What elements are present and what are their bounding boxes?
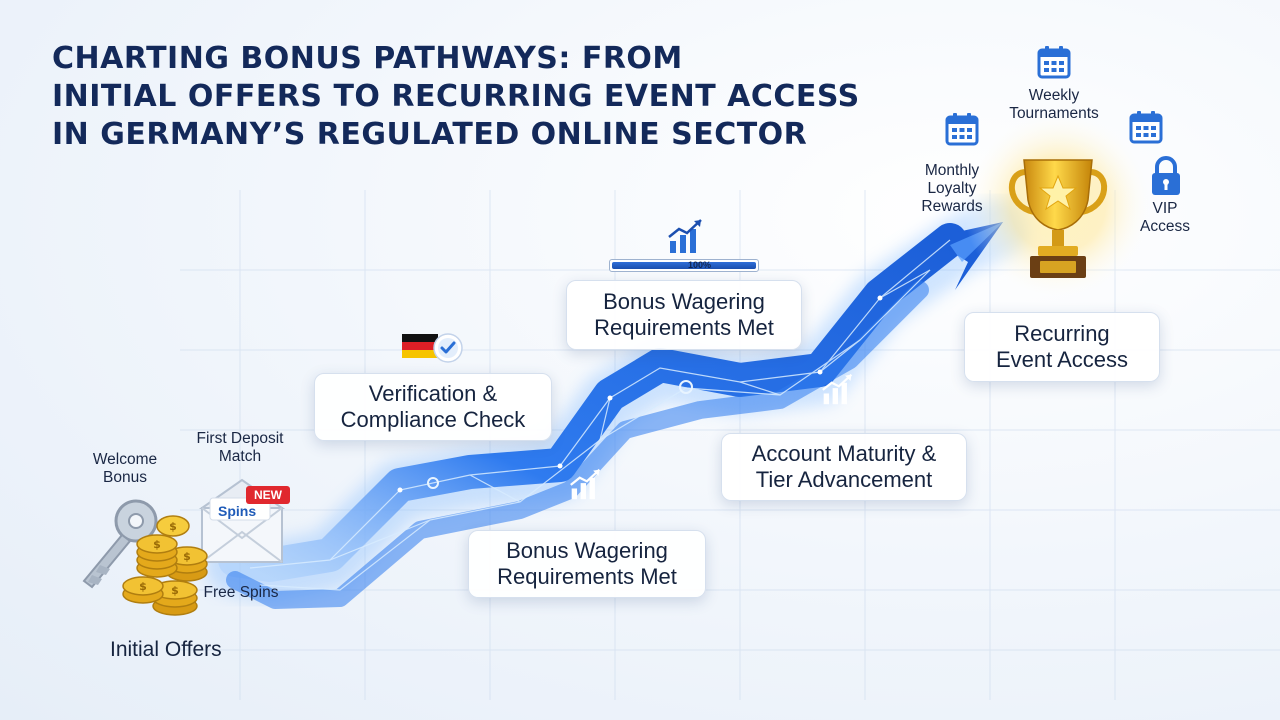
growth-chart-icon bbox=[822, 373, 853, 405]
title-line-1: CHARTING BONUS PATHWAYS: FROM bbox=[52, 41, 683, 76]
new-badge: NEW bbox=[246, 486, 290, 504]
growth-chart-icon bbox=[570, 468, 601, 500]
svg-text:$: $ bbox=[171, 584, 179, 597]
weekly-tournaments-label: Weekly Tournaments bbox=[1009, 87, 1099, 122]
progress-bar bbox=[609, 259, 759, 272]
check-badge-icon bbox=[433, 333, 463, 363]
star-icon bbox=[1038, 174, 1078, 211]
gold-coins-icon: $ $ $ $ $ bbox=[122, 515, 208, 616]
german-flag-icon bbox=[402, 334, 438, 358]
svg-text:$: $ bbox=[183, 550, 191, 563]
pathway-ribbon bbox=[218, 223, 967, 582]
spins-tag: Spins bbox=[218, 503, 257, 519]
trophy-icon bbox=[1009, 159, 1107, 278]
title-line-3: IN GERMANY’S REGULATED ONLINE SECTOR bbox=[52, 117, 808, 152]
progress-fill bbox=[612, 262, 756, 269]
calendar-icon bbox=[1037, 46, 1071, 79]
growth-chart-icon bbox=[668, 219, 702, 253]
welcome-bonus-label: Welcome Bonus bbox=[92, 451, 158, 486]
key-icon bbox=[82, 499, 158, 589]
progress-label: 100% bbox=[688, 260, 712, 270]
svg-text:$: $ bbox=[153, 538, 161, 551]
title-line-2: INITIAL OFFERS TO RECURRING EVENT ACCESS bbox=[52, 79, 860, 114]
svg-text:$: $ bbox=[169, 520, 177, 533]
calendar-icon bbox=[1129, 111, 1163, 144]
monthly-loyalty-label: Monthly Loyalty Rewards bbox=[921, 162, 983, 215]
padlock-icon bbox=[1152, 156, 1180, 195]
svg-text:$: $ bbox=[139, 580, 147, 593]
initial-offers-label: Initial Offers bbox=[110, 638, 222, 661]
pathway-lower-edge bbox=[226, 281, 929, 609]
account-maturity-card: Account Maturity &Tier Advancement bbox=[721, 433, 967, 501]
vip-access-label: VIP Access bbox=[1140, 200, 1190, 235]
free-spins-label: Free Spins bbox=[203, 584, 279, 601]
verification-card: Verification &Compliance Check bbox=[314, 373, 552, 441]
page-title: CHARTING BONUS PATHWAYS: FROM INITIAL OF… bbox=[52, 40, 912, 154]
calendar-icon bbox=[945, 113, 979, 146]
first-deposit-label: First Deposit Match bbox=[196, 430, 284, 465]
